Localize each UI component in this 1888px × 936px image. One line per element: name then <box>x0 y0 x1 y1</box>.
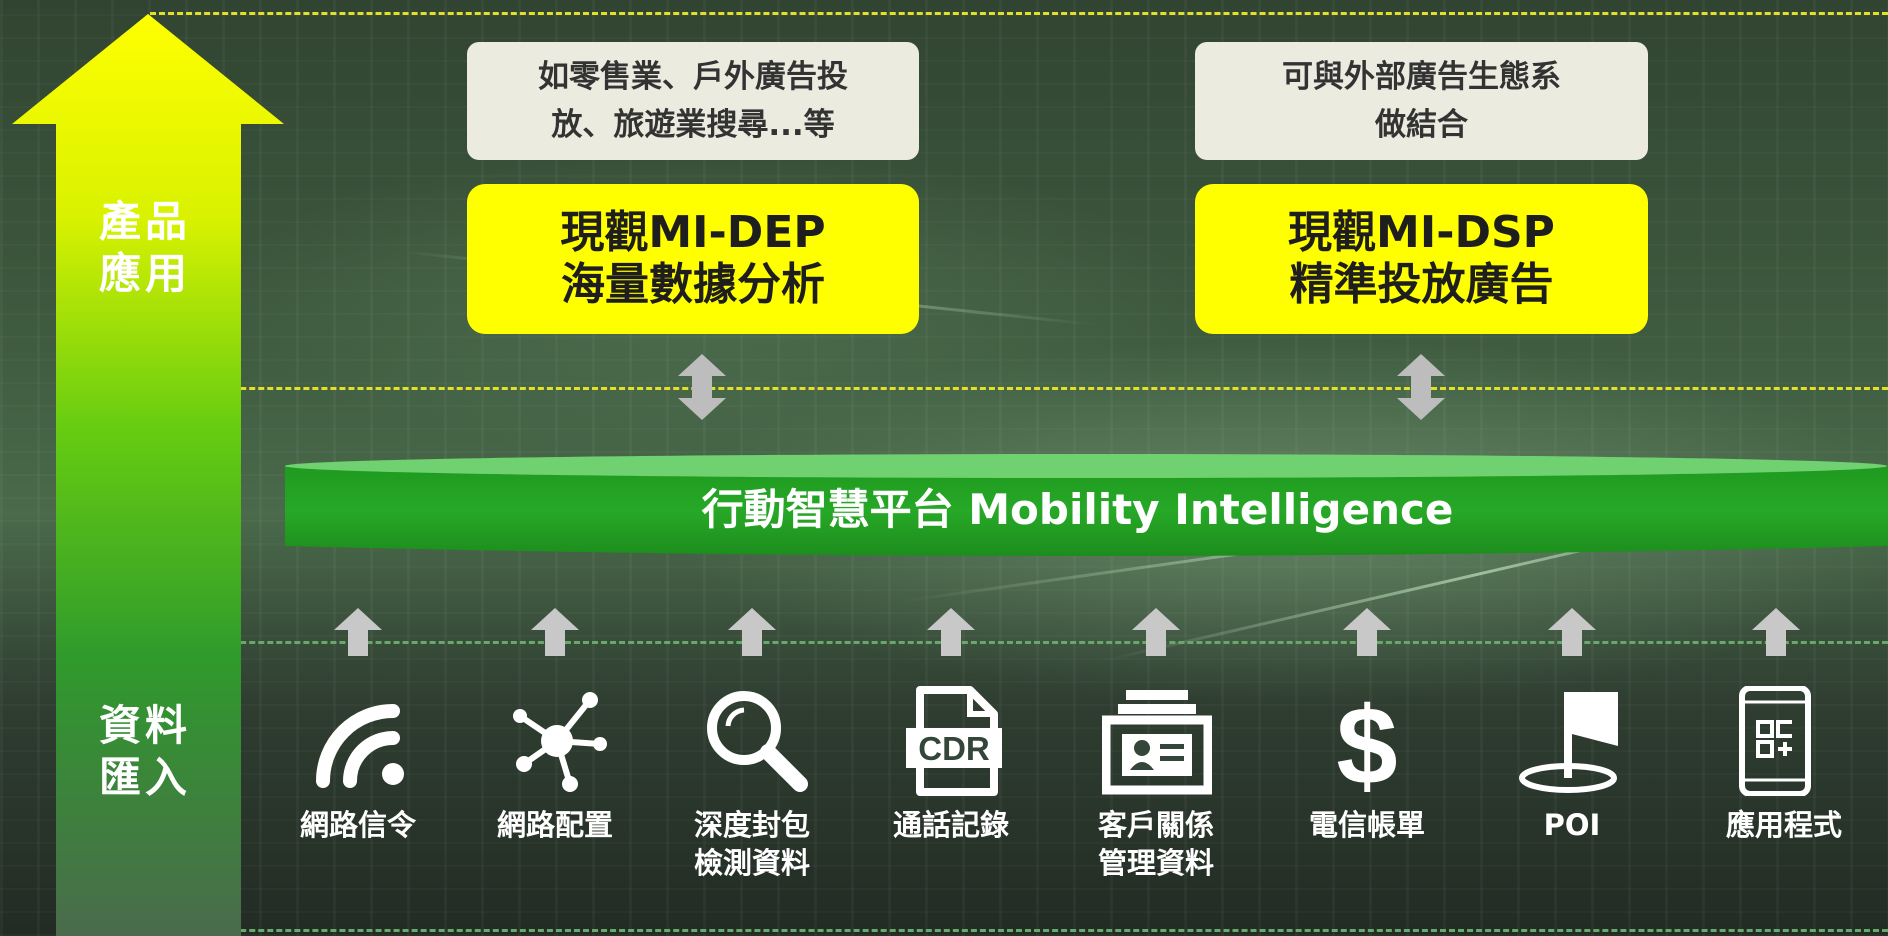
source-up-arrow <box>728 608 776 656</box>
bottom-divider <box>150 929 1888 932</box>
source-up-arrow <box>927 608 975 656</box>
dsp-use-case-note: 可與外部廣告生態系 做結合 <box>1195 42 1648 160</box>
dep-exchange-arrow <box>678 354 726 420</box>
wifi-signal-icon <box>316 704 404 788</box>
middle-divider <box>150 387 1888 390</box>
source-label-poi: POI <box>1543 808 1601 842</box>
network-nodes-icon <box>513 692 607 792</box>
source-up-arrow <box>1548 608 1596 656</box>
source-label-network-signaling: 網路信令 <box>299 808 416 842</box>
dollar-icon: $ <box>1336 686 1397 796</box>
cdr-document-icon: CDR <box>906 686 1002 796</box>
source-label-dpi-data: 深度封包 檢測資料 <box>693 808 810 880</box>
source-label-call-records: 通話記錄 <box>892 808 1009 842</box>
product-application-label: 產品 應用 <box>98 197 191 298</box>
mi-dsp-product-box[interactable]: 現觀MI-DSP 精準投放廣告 <box>1195 184 1648 334</box>
smartphone-app-icon <box>1739 686 1811 796</box>
dep-use-case-note: 如零售業、戶外廣告投 放、旅遊業搜尋...等 <box>467 42 919 160</box>
cdr-icon-text: CDR <box>918 730 990 767</box>
flow-up-arrow <box>12 14 284 936</box>
source-up-arrow <box>1343 608 1391 656</box>
mobility-intelligence-platform <box>285 454 1888 556</box>
source-label-network-config: 網路配置 <box>496 808 613 842</box>
dsp-exchange-arrow <box>1397 354 1445 420</box>
top-divider <box>150 12 1888 15</box>
magnifier-icon <box>707 691 808 792</box>
flag-pin-icon <box>1519 692 1618 793</box>
source-up-arrow <box>334 608 382 656</box>
source-up-arrow <box>1752 608 1800 656</box>
source-label-applications: 應用程式 <box>1725 808 1842 842</box>
source-up-arrow <box>531 608 579 656</box>
crm-files-icon <box>1102 690 1212 795</box>
source-up-arrow <box>1132 608 1180 656</box>
source-label-telecom-billing: 電信帳單 <box>1308 808 1425 842</box>
data-input-label: 資料 匯入 <box>98 701 191 802</box>
platform-label: 行動智慧平台 Mobility Intelligence <box>701 485 1454 534</box>
source-label-crm-data: 客戶關係 管理資料 <box>1097 808 1214 880</box>
svg-text:$: $ <box>1336 686 1397 796</box>
input-divider <box>150 641 1888 644</box>
mi-dep-product-box[interactable]: 現觀MI-DEP 海量數據分析 <box>467 184 919 334</box>
